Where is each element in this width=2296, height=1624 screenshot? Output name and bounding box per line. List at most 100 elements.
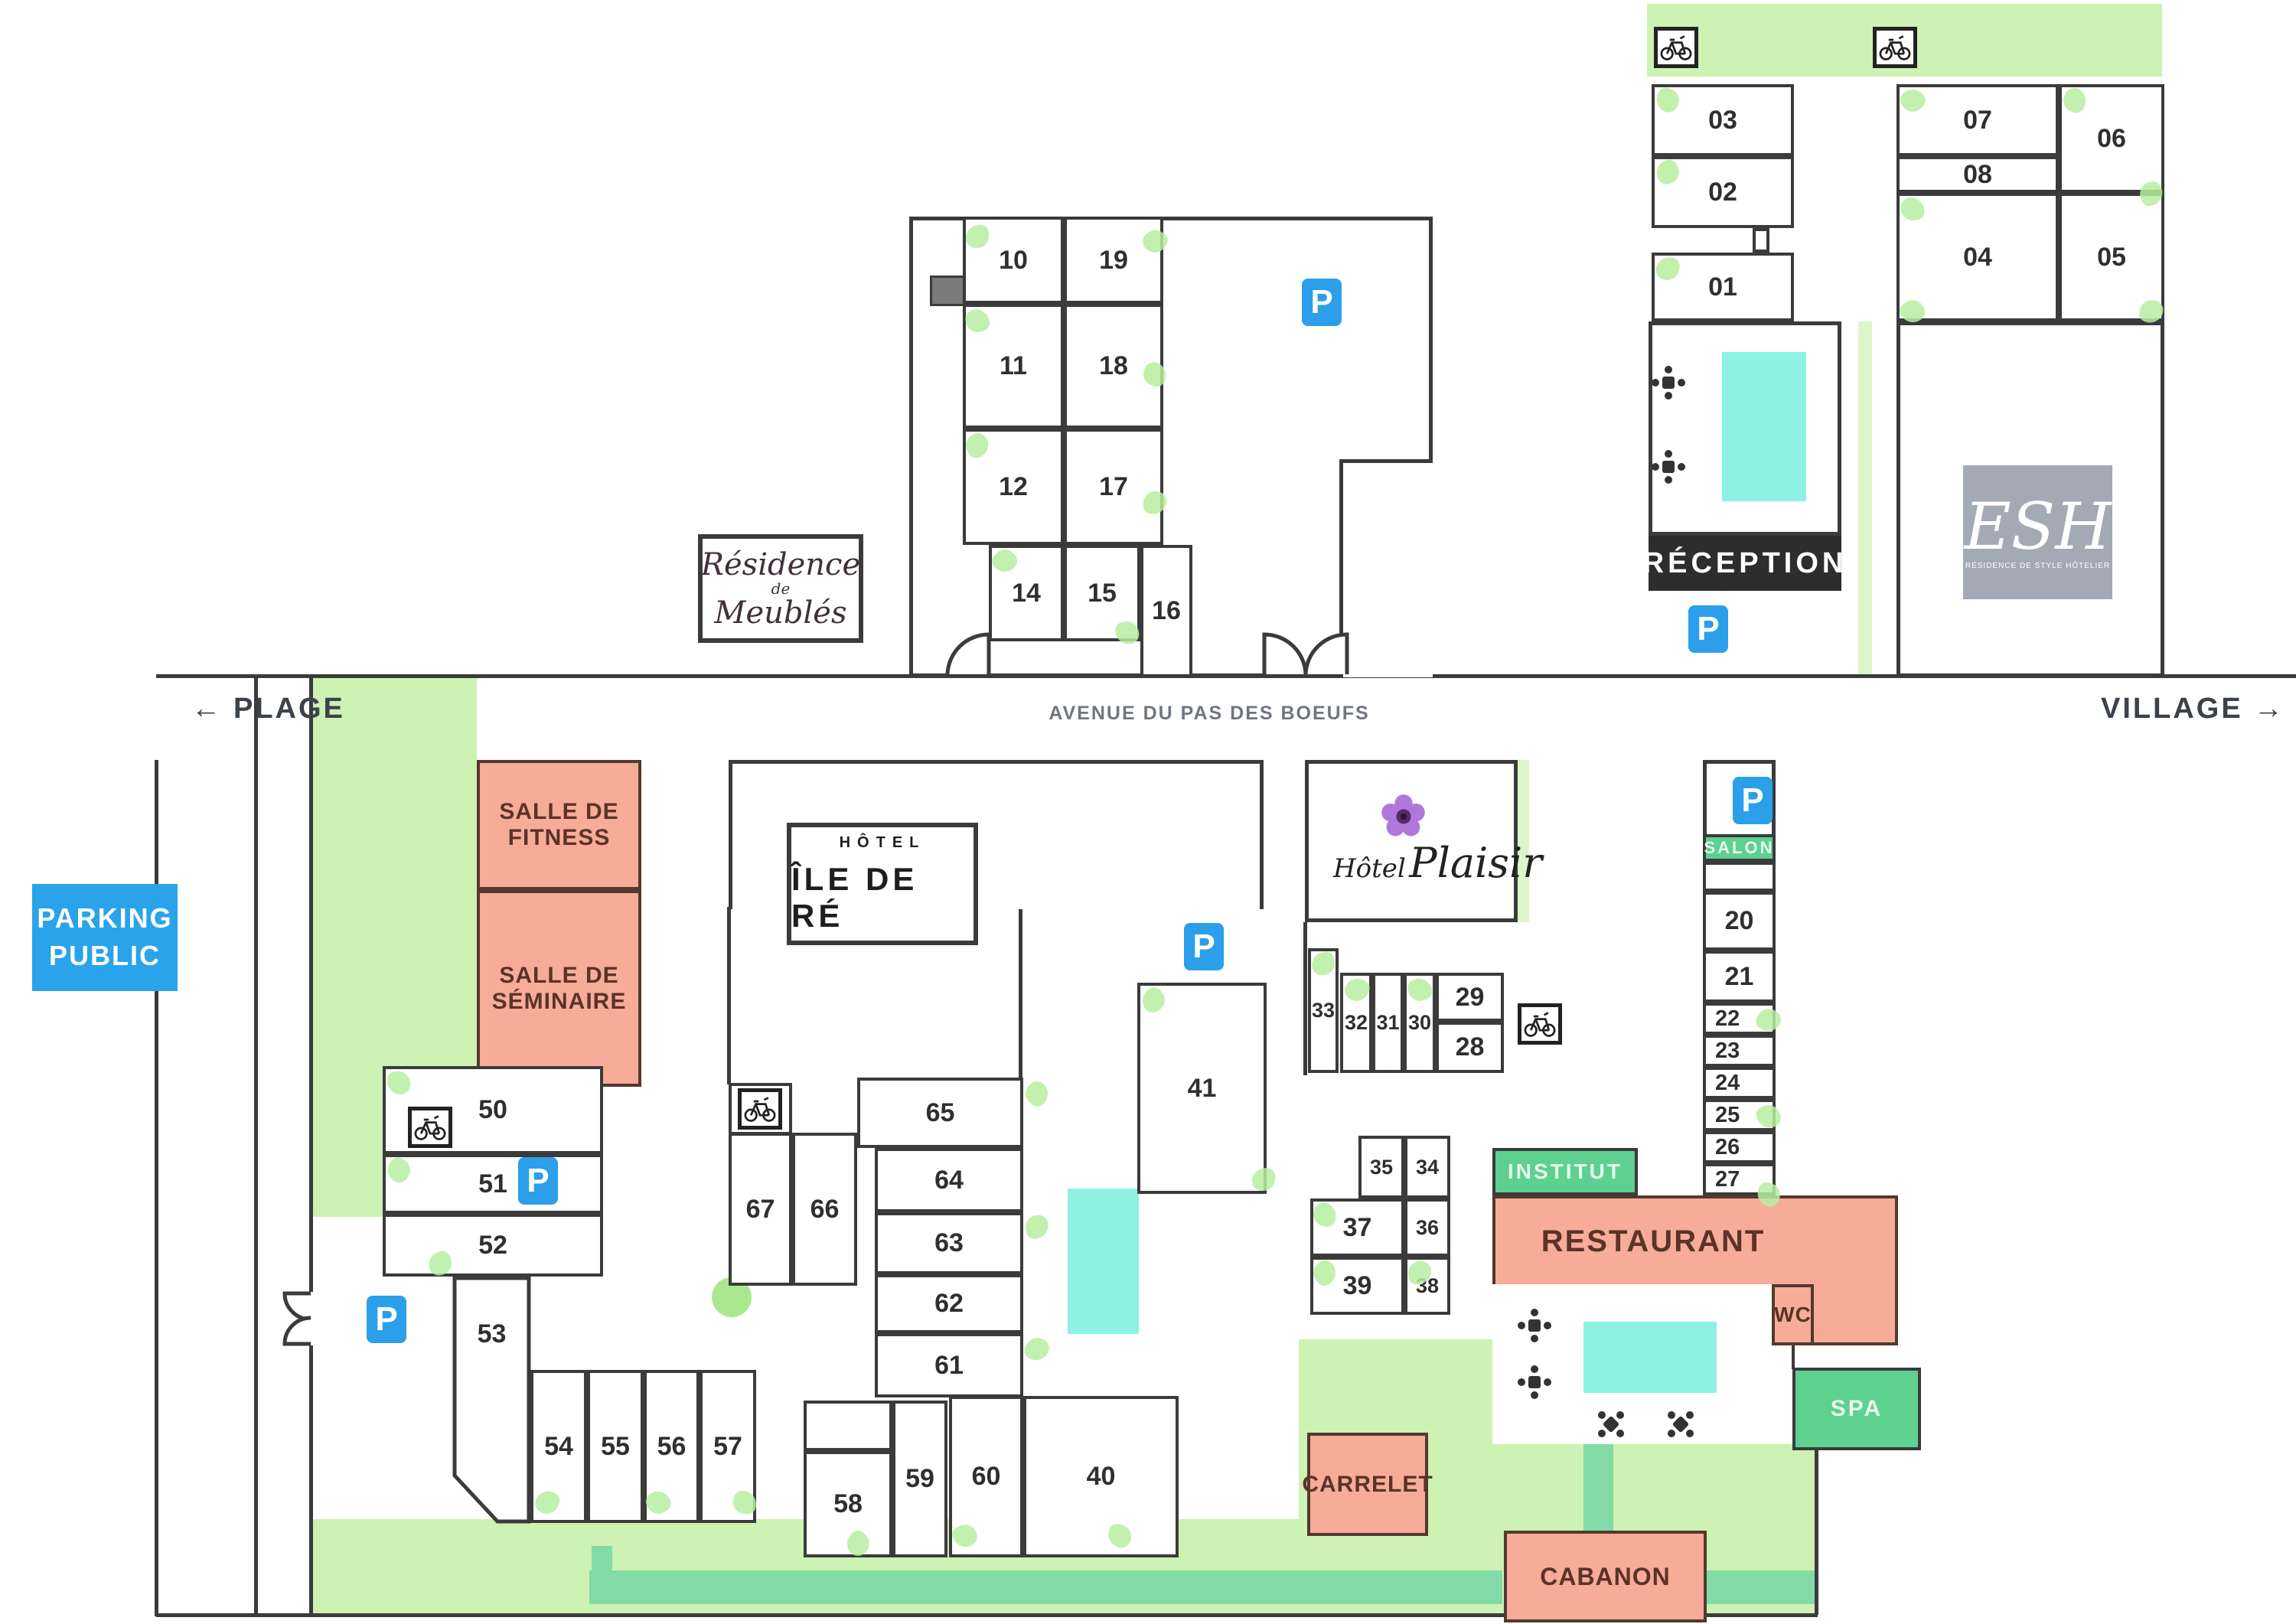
lawn-right-edge (1815, 1450, 1818, 1615)
bike-icon (738, 1088, 782, 1130)
room-17: 17 (1064, 429, 1163, 545)
room-20: 20 (1703, 892, 1776, 951)
parking-public-label-2: PUBLIC (49, 940, 161, 971)
room-05: 05 (2059, 193, 2164, 321)
room-52: 52 (383, 1214, 603, 1277)
room-31: 31 (1372, 973, 1404, 1073)
salle-seminaire-label-1: SALLE DE (499, 962, 619, 988)
logo-hotel-plaisir: Hôtel Plaisir (1333, 793, 1542, 895)
room-35: 35 (1358, 1136, 1404, 1198)
walkway-stub (592, 1546, 612, 1572)
wc-label: WC (1774, 1303, 1812, 1326)
room-box (804, 1401, 892, 1451)
village-direction: VILLAGE → (2101, 693, 2285, 726)
walkway-horizontal-right (1707, 1570, 1818, 1604)
room-51: 51 (383, 1154, 603, 1214)
room-63: 63 (875, 1212, 1023, 1274)
logo-esh: ESH RÉSIDENCE DE STYLE HÔTELIER (1963, 465, 2112, 599)
area-salon: SALON (1703, 834, 1776, 862)
ile-de-re-line-1: HÔTEL (839, 833, 926, 851)
room-64: 64 (875, 1148, 1023, 1212)
pool-plaisir (1583, 1322, 1717, 1393)
table-icon (1651, 365, 1686, 400)
spa-label: SPA (1830, 1396, 1883, 1421)
bike-icon (1518, 1003, 1562, 1045)
parking-icon: P (1184, 923, 1224, 970)
door-arc-west-bottom (282, 1316, 311, 1346)
sign-residence-meubles: Résidence de Meublés (698, 534, 863, 643)
plaisir-left-wall (1303, 922, 1307, 1075)
residence-line-3: Meublés (714, 595, 847, 631)
plage-label: PLAGE (233, 693, 345, 725)
room-61: 61 (875, 1333, 1023, 1397)
green-strip-reception (1858, 321, 1872, 677)
ile-mid-wall (1019, 907, 1022, 1081)
bottom-boundary (156, 1613, 1818, 1617)
area-cabanon: CABANON (1504, 1531, 1707, 1622)
building-plaisir (1305, 760, 1518, 922)
table-icon (1517, 1365, 1552, 1400)
bike-icon (1654, 27, 1698, 68)
parking-icon: P (367, 1296, 406, 1343)
esh-monogram: ESH (1964, 489, 2112, 564)
room-59: 59 (892, 1401, 947, 1557)
esh-caption: RÉSIDENCE DE STYLE HÔTELIER (1965, 562, 2111, 570)
room-29: 29 (1436, 973, 1504, 1022)
walkway-horizontal (589, 1570, 1502, 1604)
area-carrelet: CARRELET (1302, 1433, 1433, 1536)
room-41: 41 (1137, 983, 1267, 1194)
parking-icon: P (1302, 279, 1342, 326)
avenue-label: AVENUE DU PAS DES BOEUFS (1033, 703, 1385, 725)
building-residence-notch (1339, 459, 1433, 677)
area-salle-fitness: SALLE DE FITNESS (477, 760, 641, 890)
cabanon-label: CABANON (1540, 1562, 1671, 1590)
room-34: 34 (1404, 1136, 1450, 1198)
arrow-left-icon: ← (191, 693, 223, 725)
room-36: 36 (1404, 1198, 1450, 1257)
table-icon (1651, 449, 1686, 484)
room-67: 67 (729, 1133, 792, 1286)
room-28: 28 (1436, 1022, 1504, 1073)
village-label: VILLAGE (2101, 693, 2243, 725)
ile-left-wall (727, 907, 731, 1084)
area-restaurant-ext (1814, 1284, 1898, 1345)
plaisir-line-1: Hôtel (1333, 853, 1406, 884)
lawn-wall-upper (309, 677, 313, 1292)
room-06: 06 (2059, 84, 2164, 193)
spa-connector (1792, 1344, 1795, 1369)
room-40: 40 (1023, 1396, 1179, 1557)
pool-ile-de-re (1068, 1189, 1139, 1334)
carrelet-label: CARRELET (1302, 1471, 1433, 1497)
room-53: 53 (477, 1319, 507, 1348)
salle-fitness-label-1: SALLE DE (499, 799, 619, 824)
bike-icon (1873, 27, 1917, 68)
lawn-wall-lower (309, 1345, 313, 1616)
bike-icon (408, 1107, 452, 1148)
area-restaurant: RESTAURANT (1492, 1195, 1898, 1284)
area-institut: INSTITUT (1492, 1148, 1638, 1195)
parking-icon: P (1688, 605, 1728, 653)
room-27: 27 (1703, 1163, 1776, 1195)
green-strip-plaisir (1518, 760, 1529, 922)
sign-hotel-ile-de-re: HÔTEL ÎLE DE RÉ (787, 823, 978, 945)
diamond-table-icon (1593, 1407, 1629, 1442)
avenue-text: AVENUE DU PAS DES BOEUFS (1049, 703, 1370, 724)
room-62: 62 (875, 1274, 1023, 1333)
residence-line-1: Résidence (700, 546, 861, 582)
area-spa: SPA (1792, 1368, 1921, 1450)
reception-bar: RÉCEPTION (1643, 536, 1843, 591)
area-wc: WC (1772, 1284, 1814, 1345)
room-box (1753, 228, 1769, 253)
lawn-left-lower (311, 1163, 384, 1217)
table-icon (1517, 1308, 1552, 1343)
beach-road-line (254, 677, 258, 1616)
door-arc-west-top (282, 1291, 311, 1322)
left-boundary (155, 760, 158, 1616)
parking-icon: P (518, 1157, 558, 1205)
residence-line-2: de (771, 579, 791, 598)
area-salle-seminaire: SALLE DE SÉMINAIRE (477, 890, 641, 1087)
institut-label: INSTITUT (1508, 1159, 1623, 1183)
room-66: 66 (792, 1133, 857, 1286)
flower-icon (1379, 793, 1428, 846)
